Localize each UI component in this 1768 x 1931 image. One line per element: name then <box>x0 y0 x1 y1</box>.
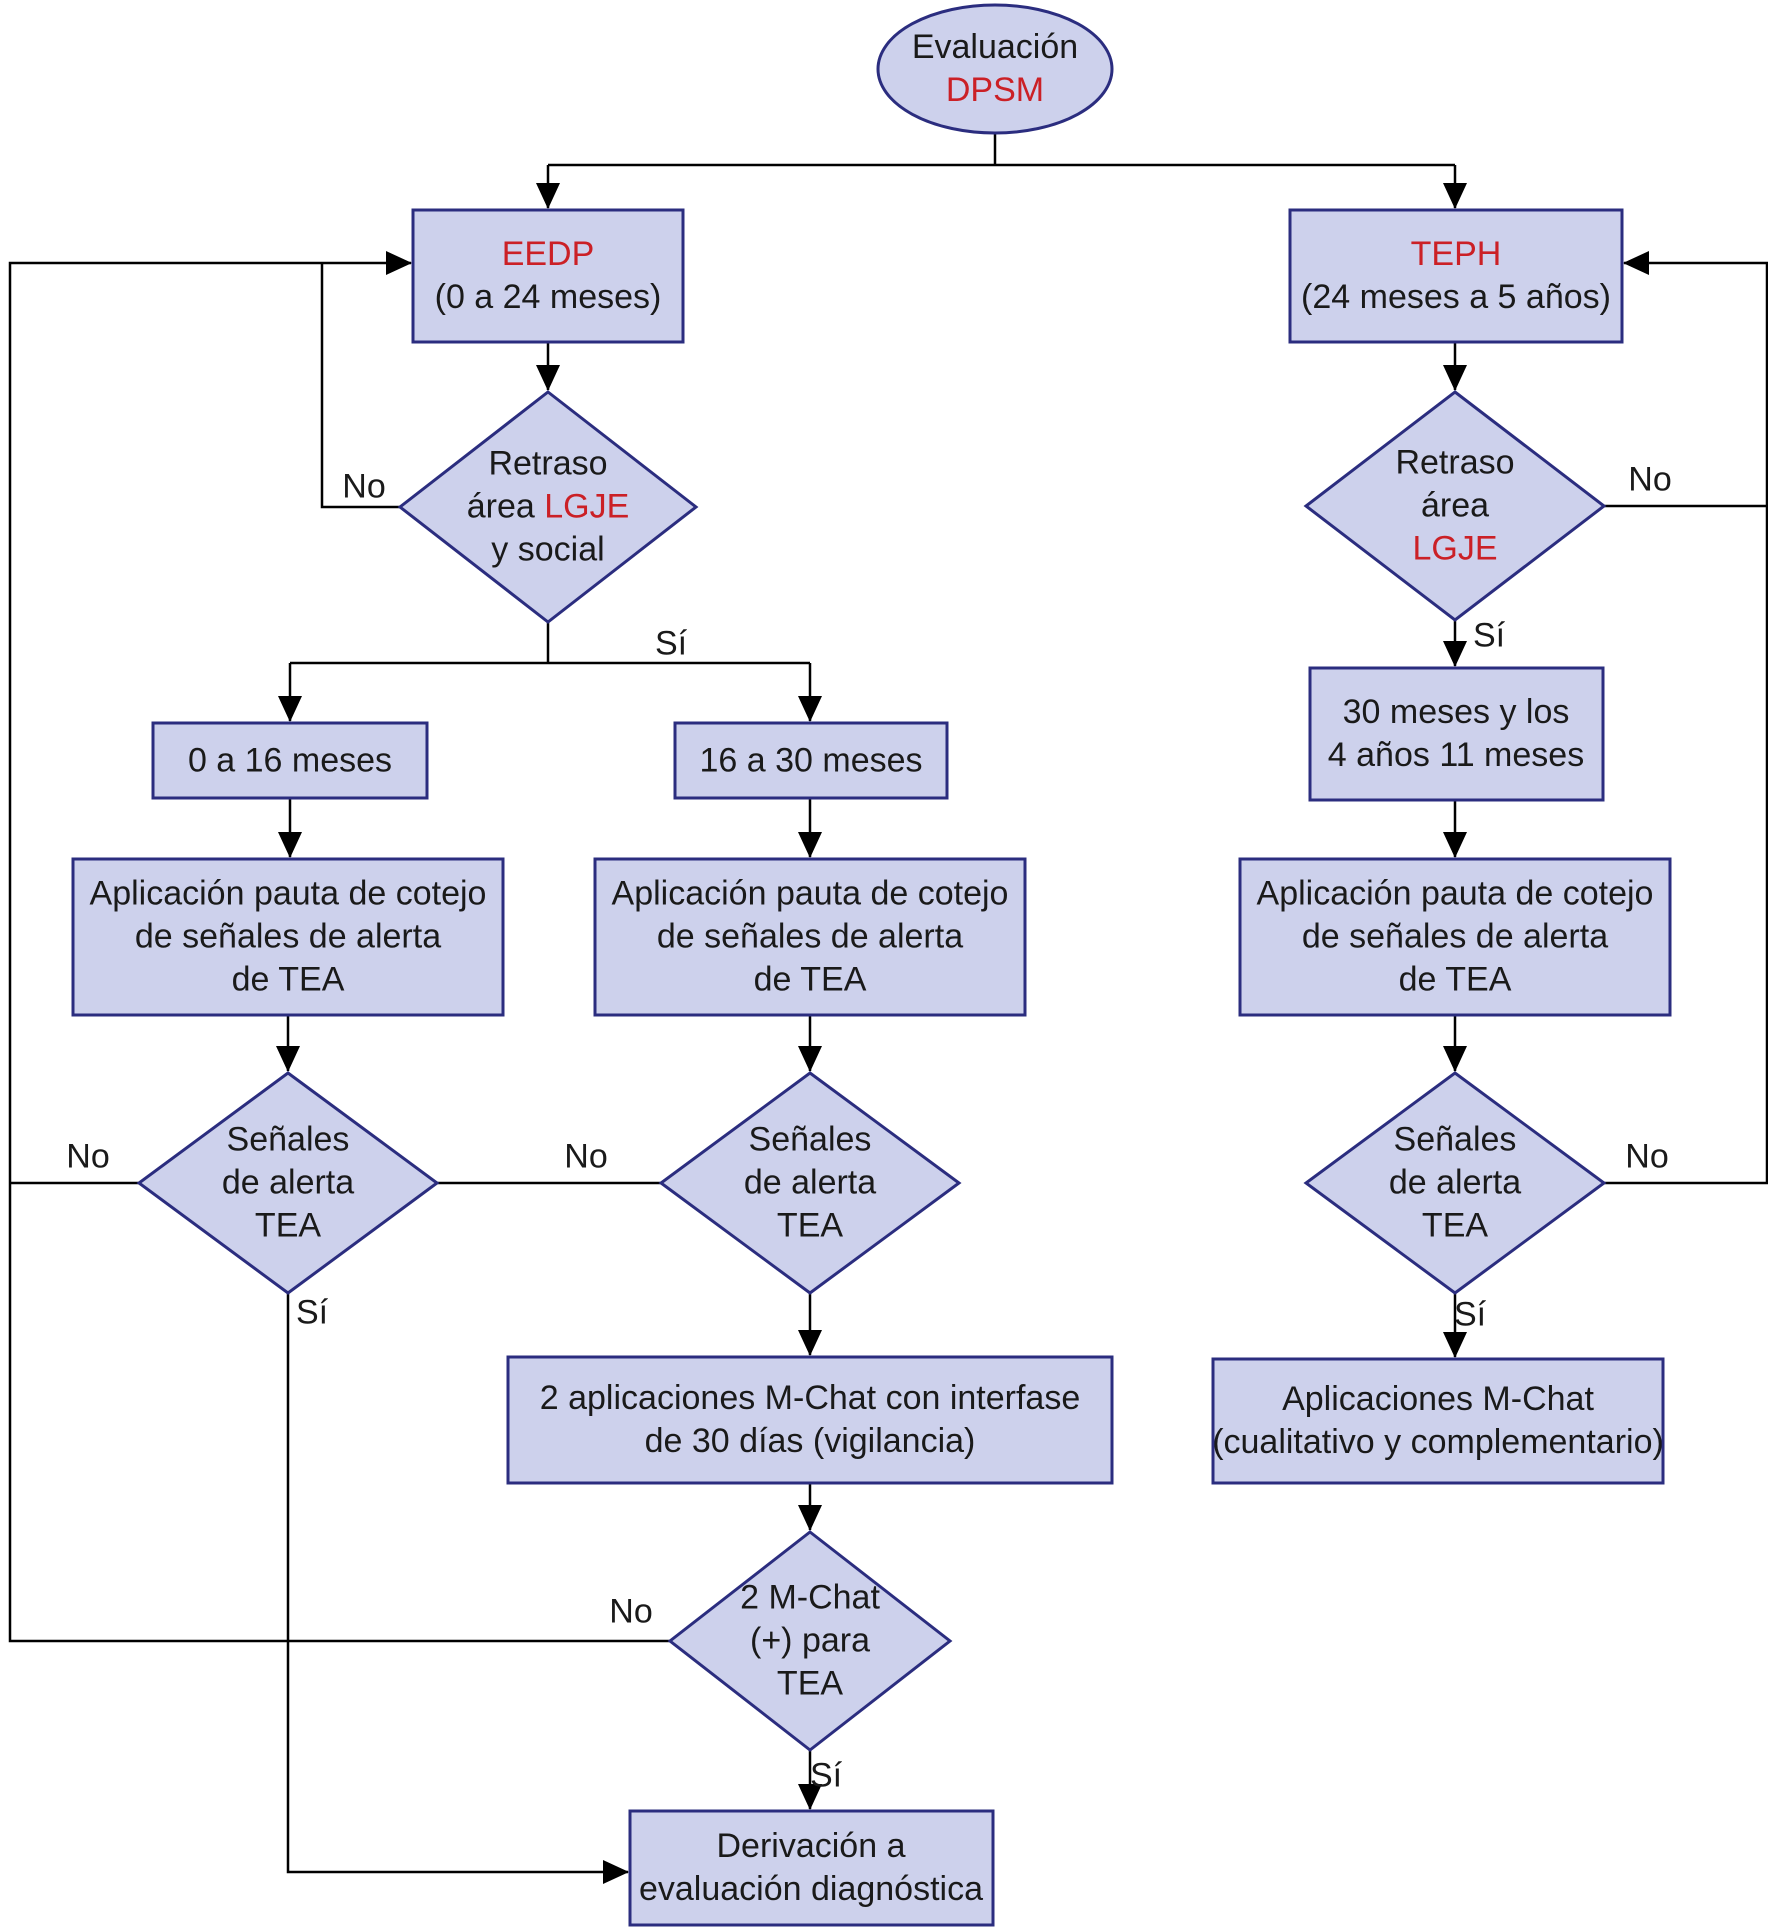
rango-16-30-box <box>673 721 949 800</box>
eedp-box <box>411 208 685 344</box>
connector-left-feedback-rail <box>8 251 670 1643</box>
teph-box <box>1288 208 1624 344</box>
connector-senales-izq-si <box>286 1293 629 1884</box>
pauta-cotejo-centro-box <box>593 857 1027 1017</box>
aplicaciones-mchat-box <box>1211 1357 1665 1485</box>
dos-aplicaciones-mchat-box <box>506 1355 1114 1485</box>
senales-centro-diamond <box>658 1071 962 1295</box>
connector-retraso-izq-no-loop <box>320 263 400 509</box>
rango-0-16-box <box>151 721 429 800</box>
connector-right-feedback-rail <box>1604 251 1768 1185</box>
retraso-der-diamond <box>1303 390 1607 622</box>
mchat-positivo-diamond <box>667 1530 953 1752</box>
derivacion-box <box>628 1809 995 1927</box>
pauta-cotejo-der-box <box>1238 857 1672 1017</box>
retraso-izq-diamond <box>397 390 699 624</box>
senales-der-diamond <box>1303 1071 1607 1295</box>
evaluacion-dpsm-ellipse <box>876 3 1114 135</box>
pauta-cotejo-izq-box <box>71 857 505 1017</box>
senales-izq-diamond <box>136 1071 440 1295</box>
rango-30-4a11-box <box>1308 666 1605 802</box>
